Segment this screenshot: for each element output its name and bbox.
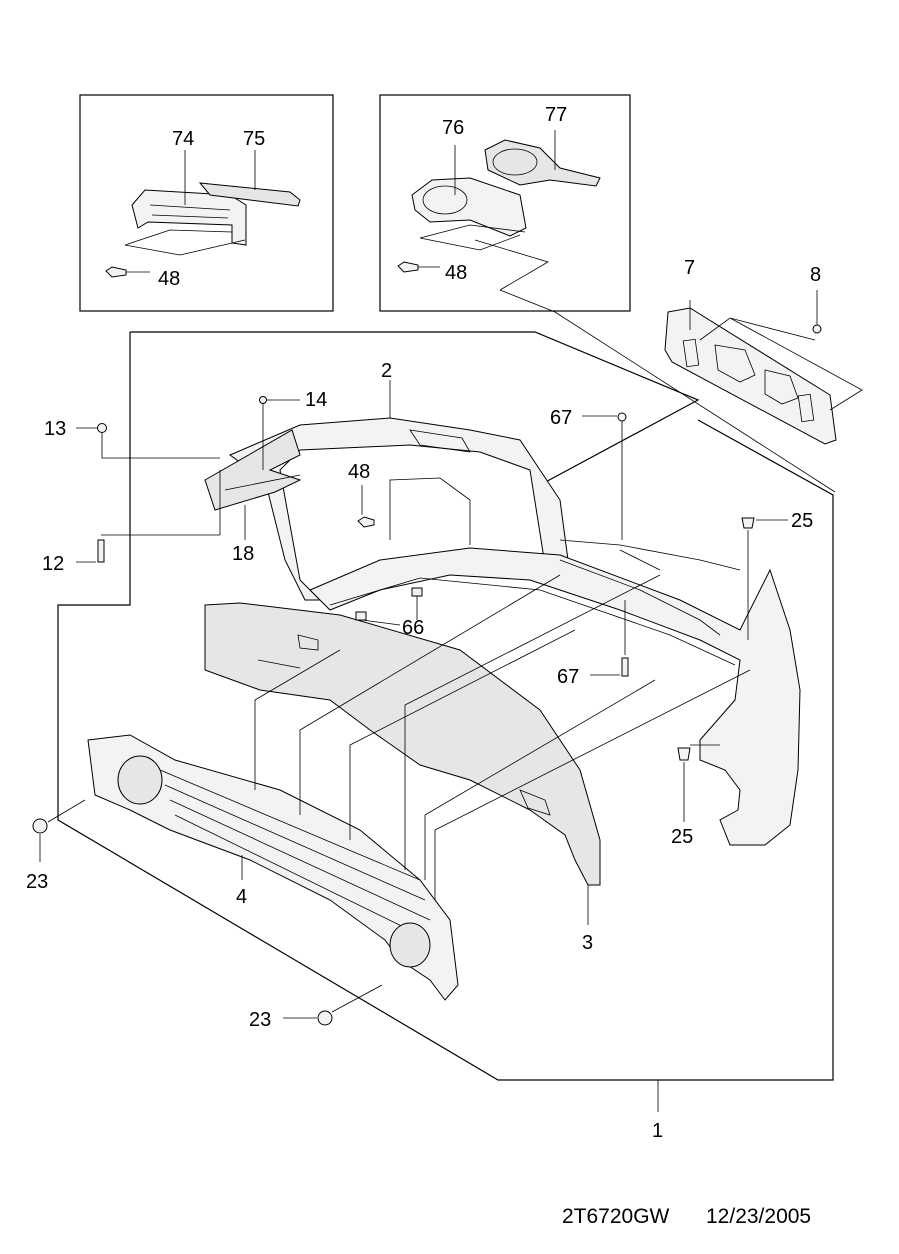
callout-76: 76	[442, 117, 464, 139]
callout-48-left: 48	[158, 268, 180, 290]
callout-25-bottom: 25	[671, 826, 693, 848]
bolt-67-top	[617, 412, 627, 422]
callout-3: 3	[582, 932, 593, 954]
callout-66: 66	[402, 617, 424, 639]
callout-77: 77	[545, 104, 567, 126]
fastener-14	[259, 396, 267, 404]
callout-48-right: 48	[445, 262, 467, 284]
callout-1: 1	[652, 1120, 663, 1142]
screw-48-left	[105, 266, 127, 278]
screw-8	[812, 324, 822, 334]
bumper-fascia	[309, 477, 801, 846]
clip-25-top	[741, 517, 755, 529]
bracket-part-74	[131, 189, 247, 246]
screw-48-center	[357, 516, 375, 528]
callout-74: 74	[172, 128, 194, 150]
upper-bracket-2	[228, 417, 569, 601]
inset-leader-line	[499, 289, 836, 493]
nut-23-bottom	[317, 1010, 333, 1026]
drawing-date: 12/23/2005	[706, 1205, 811, 1228]
callout-23-left: 23	[26, 871, 48, 893]
callout-67-bottom: 67	[557, 666, 579, 688]
bolt-67-bottom	[621, 657, 629, 677]
drawing-code: 2T6720GW	[562, 1205, 670, 1228]
reinforcement-beam-4	[87, 734, 459, 1001]
callout-7: 7	[684, 257, 695, 279]
fog-lamp-bezel-76	[411, 177, 527, 237]
fog-lamp-bezel-77	[484, 139, 601, 187]
license-plate-bracket-7	[664, 307, 837, 445]
nut-23-left	[32, 818, 48, 834]
callout-75: 75	[243, 128, 265, 150]
clip-25-bottom	[677, 747, 691, 761]
bolt-12	[97, 539, 105, 563]
assembly-boundary	[57, 331, 834, 1081]
callout-14: 14	[305, 389, 327, 411]
screw-48-right	[397, 261, 419, 273]
callout-25-top: 25	[791, 510, 813, 532]
callout-12: 12	[42, 553, 64, 575]
callout-13: 13	[44, 418, 66, 440]
inset-box-left: 74 75 48	[79, 94, 334, 312]
callout-18: 18	[232, 543, 254, 565]
energy-absorber-3	[204, 602, 601, 886]
callout-23-bottom: 23	[249, 1009, 271, 1031]
side-retainer-18	[204, 429, 302, 535]
inset-box-right: 76 77 48	[379, 94, 631, 312]
callout-4: 4	[236, 886, 247, 908]
callout-48-center: 48	[348, 461, 370, 483]
callout-67-top: 67	[550, 407, 572, 429]
callout-8: 8	[810, 264, 821, 286]
leader-lines-beam	[254, 574, 751, 900]
callout-2: 2	[381, 360, 392, 382]
bracket-part-75	[198, 182, 301, 207]
nut-13	[97, 423, 107, 433]
